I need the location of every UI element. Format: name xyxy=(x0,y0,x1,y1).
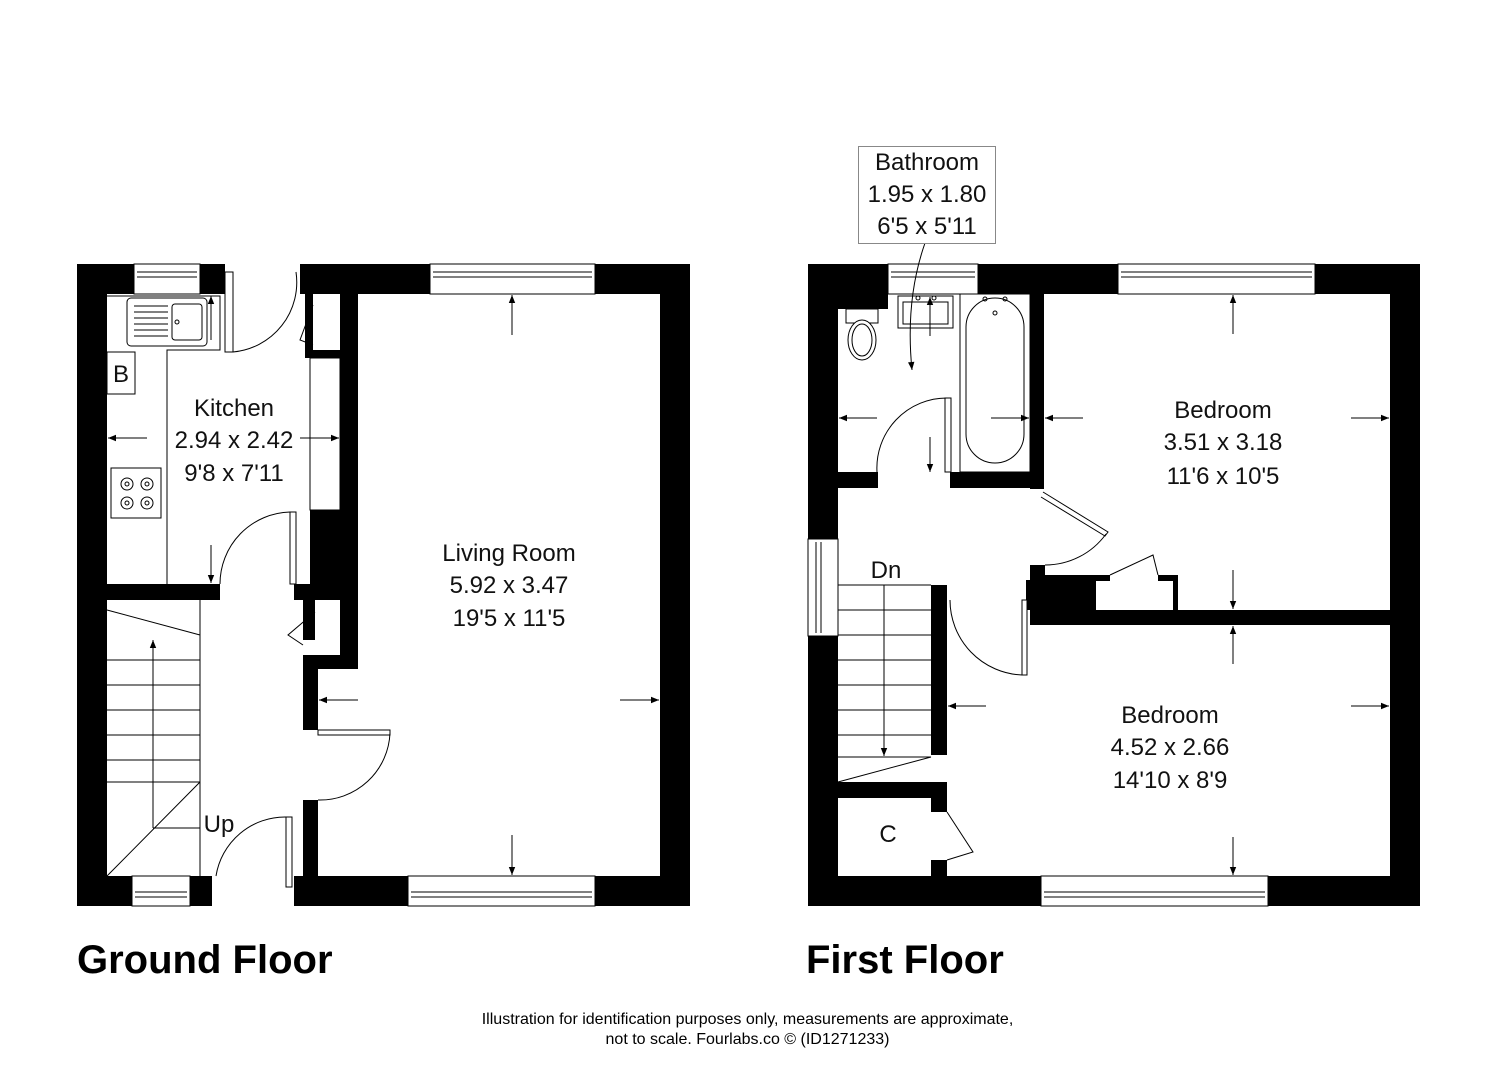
bedroom-2-imperial: 14'10 x 8'9 xyxy=(1113,767,1228,794)
dimension-arrows xyxy=(839,295,1389,875)
dimension-arrows xyxy=(108,295,659,875)
living-room-metric: 5.92 x 3.47 xyxy=(450,572,569,599)
stairs-down-label: Dn xyxy=(871,557,902,584)
door-swing xyxy=(219,511,297,585)
door-swing xyxy=(299,304,314,346)
window xyxy=(807,538,839,637)
bedroom-1-name: Bedroom xyxy=(1174,397,1271,424)
bath-icon xyxy=(959,293,1031,473)
window xyxy=(887,263,979,295)
ground-floor-title: Ground Floor xyxy=(77,938,333,982)
staircase xyxy=(106,600,201,877)
door-swing xyxy=(224,271,298,353)
door-swing xyxy=(287,611,316,646)
toilet-icon xyxy=(845,308,879,361)
boiler-label: B xyxy=(113,361,129,388)
bathroom-leader-line xyxy=(908,242,926,371)
bedroom-1-imperial: 11'6 x 10'5 xyxy=(1167,463,1280,490)
disclaimer-line-2: not to scale. Fourlabs.co © (ID1271233) xyxy=(605,1031,890,1048)
bathroom-name: Bathroom xyxy=(874,149,980,176)
door-swing xyxy=(1040,491,1109,566)
window xyxy=(131,875,191,907)
cupboard-label: C xyxy=(879,821,896,848)
bathroom-callout: Bathroom 1.95 x 1.80 6'5 x 5'11 xyxy=(858,146,996,244)
bathroom-metric: 1.95 x 1.80 xyxy=(867,181,987,208)
door-swing xyxy=(876,397,952,473)
door-swing xyxy=(946,811,974,861)
living-room-name: Living Room xyxy=(442,540,575,567)
first-floor-title: First Floor xyxy=(806,938,1004,982)
boiler-box xyxy=(106,351,136,395)
door-swing xyxy=(215,816,293,888)
window xyxy=(1117,263,1316,295)
kitchen-metric: 2.94 x 2.42 xyxy=(175,427,294,454)
window xyxy=(1040,875,1269,907)
basin-icon xyxy=(897,295,954,329)
window xyxy=(407,875,596,907)
living-room-imperial: 19'5 x 11'5 xyxy=(453,605,566,632)
window xyxy=(429,263,596,295)
hob-icon xyxy=(110,467,162,519)
door-swing xyxy=(1109,554,1159,576)
kitchen-name: Kitchen xyxy=(194,395,274,422)
disclaimer-line-1: Illustration for identification purposes… xyxy=(481,1011,1014,1028)
bedroom-1-metric: 3.51 x 3.18 xyxy=(1164,429,1283,456)
bedroom-2-metric: 4.52 x 2.66 xyxy=(1111,734,1230,761)
ground-floor-plan: B Kitchen 2.94 x 2.42 9'8 x 7'11 Living … xyxy=(77,263,690,907)
bathroom-imperial: 6'5 x 5'11 xyxy=(877,213,977,240)
window xyxy=(133,263,201,295)
first-floor-plan: Bedroom 3.51 x 3.18 11'6 x 10'5 Bedroom … xyxy=(807,242,1420,907)
door-swing xyxy=(949,599,1028,676)
door-swing xyxy=(317,729,391,801)
sink-icon xyxy=(126,297,208,347)
stairs-up-label: Up xyxy=(204,811,235,838)
kitchen-imperial: 9'8 x 7'11 xyxy=(184,460,283,487)
bedroom-2-name: Bedroom xyxy=(1121,702,1218,729)
staircase xyxy=(837,584,932,783)
